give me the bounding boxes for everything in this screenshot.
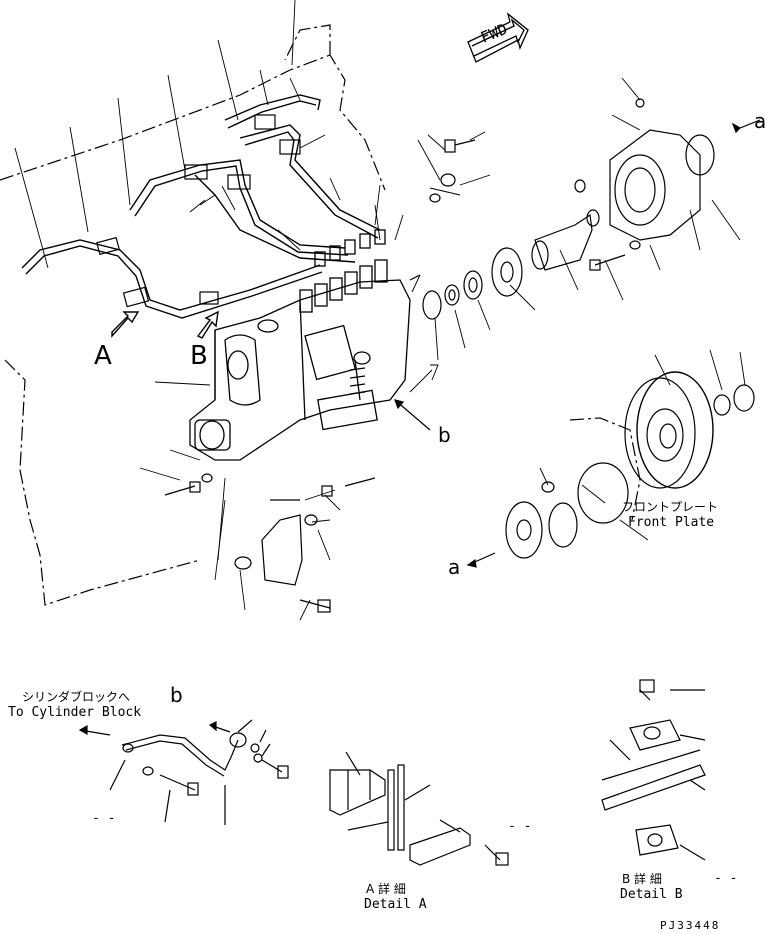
detail-b: [601, 679, 706, 861]
pump-bracket: [164, 473, 376, 613]
delivery-valves: [299, 229, 388, 313]
cylinder-block-pipe: [109, 719, 289, 825]
callout-a-left-label: a: [448, 555, 461, 579]
to-cylinder-block-jp: シリンダブロックへ: [22, 690, 131, 704]
dash-label-1: - -: [92, 811, 116, 826]
front-plate-jp: フロントプレート: [622, 500, 719, 514]
front-plate: [505, 417, 641, 559]
dash-label-2: - -: [508, 819, 532, 834]
detail-b-en: Detail B: [620, 887, 683, 902]
detail-a: [329, 751, 509, 866]
coupling-parts: [409, 98, 715, 320]
injection-pump: [189, 229, 411, 461]
drive-gear: [624, 371, 755, 489]
detail-a-jp: A 詳 細: [366, 882, 406, 896]
figure-id: PJ33448: [660, 919, 721, 932]
view-arrows: [111, 310, 219, 339]
front-plate-en: Front Plate: [628, 515, 715, 530]
fwd-arrow: [467, 12, 529, 63]
callout-arrows: [78, 119, 761, 736]
callout-a-label: A: [94, 341, 112, 371]
dash-label-3: - -: [714, 871, 738, 886]
callout-b-mid-label: b: [438, 423, 451, 447]
detail-a-en: Detail A: [364, 897, 427, 912]
pipe-clamps: [96, 114, 301, 308]
leader-lines: [14, 0, 746, 621]
detail-b-jp: B 詳 細: [622, 872, 662, 886]
callout-b-label: B: [190, 341, 208, 371]
to-cylinder-block-en: To Cylinder Block: [8, 705, 142, 720]
callout-b-bottom-label: b: [170, 683, 183, 707]
injection-pipes: [21, 94, 381, 319]
callout-a-top-label: a: [754, 109, 766, 133]
